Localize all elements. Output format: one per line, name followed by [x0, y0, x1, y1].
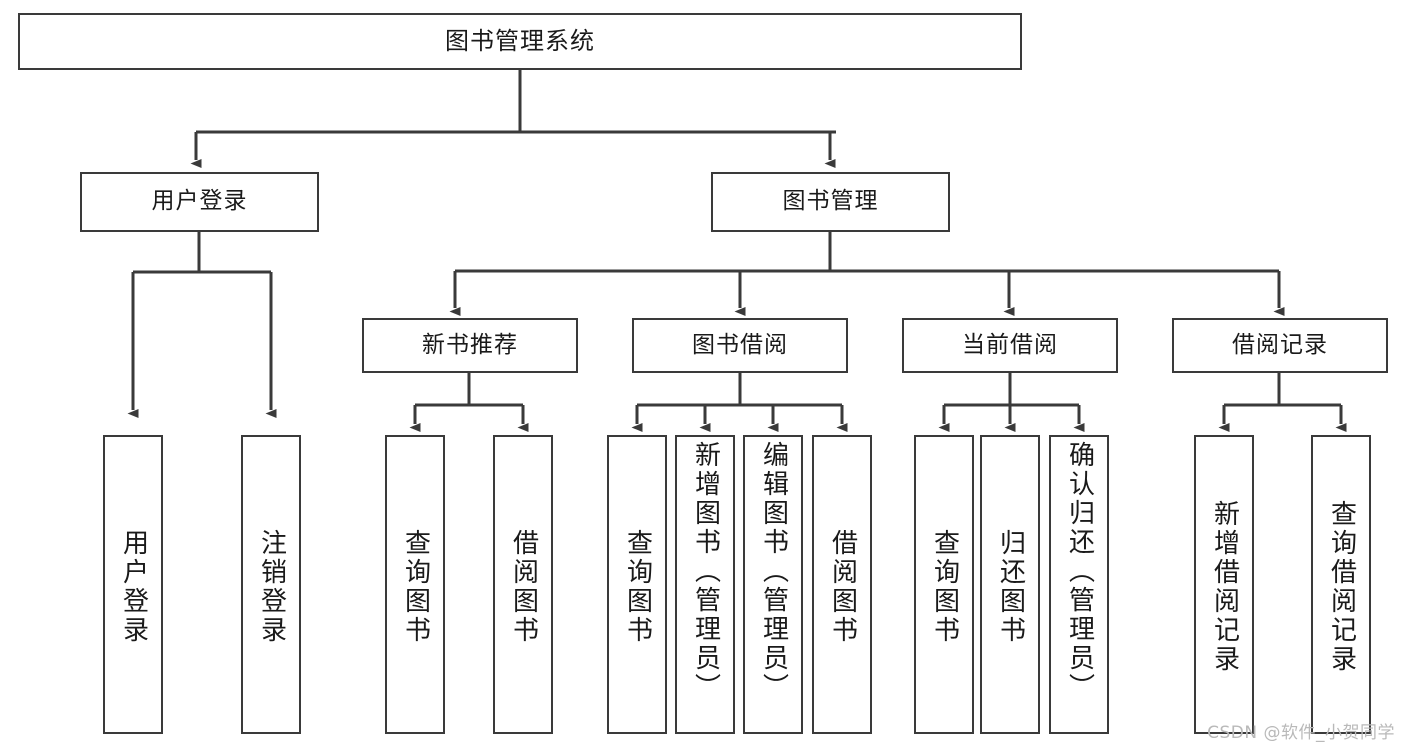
- node-leaf-query-book-b-label: 查询图书: [622, 528, 653, 645]
- node-leaf-confirm-return[interactable]: 确认归还（管理员）: [1049, 435, 1109, 734]
- node-leaf-add-record-label: 新增借阅记录: [1209, 499, 1240, 674]
- node-new-book-recommend-label: 新书推荐: [422, 331, 518, 358]
- node-leaf-add-book[interactable]: 新增图书（管理员）: [675, 435, 735, 734]
- node-root-system[interactable]: 图书管理系统: [18, 13, 1022, 70]
- node-leaf-query-book-a-label: 查询图书: [400, 528, 431, 645]
- node-borrow-record[interactable]: 借阅记录: [1172, 318, 1388, 373]
- node-leaf-query-book-b[interactable]: 查询图书: [607, 435, 667, 734]
- node-leaf-return-book[interactable]: 归还图书: [980, 435, 1040, 734]
- csdn-watermark: CSDN @软件_小贺同学: [1207, 723, 1395, 743]
- node-leaf-query-book-c-label: 查询图书: [929, 528, 960, 645]
- node-user-login[interactable]: 用户登录: [80, 172, 319, 232]
- node-book-manage[interactable]: 图书管理: [711, 172, 950, 232]
- node-leaf-add-record[interactable]: 新增借阅记录: [1194, 435, 1254, 734]
- node-new-book-recommend[interactable]: 新书推荐: [362, 318, 578, 373]
- node-leaf-borrow-book-b[interactable]: 借阅图书: [812, 435, 872, 734]
- node-leaf-edit-book[interactable]: 编辑图书（管理员）: [743, 435, 803, 734]
- node-current-borrow[interactable]: 当前借阅: [902, 318, 1118, 373]
- node-leaf-query-book-a[interactable]: 查询图书: [385, 435, 445, 734]
- node-current-borrow-label: 当前借阅: [962, 331, 1058, 358]
- node-leaf-query-record-label: 查询借阅记录: [1326, 499, 1357, 674]
- node-book-manage-label: 图书管理: [782, 188, 879, 215]
- node-leaf-add-book-label: 新增图书（管理员）: [690, 441, 721, 702]
- node-leaf-return-book-label: 归还图书: [995, 528, 1026, 645]
- node-root-label: 图书管理系统: [445, 27, 595, 56]
- node-leaf-borrow-book-a[interactable]: 借阅图书: [493, 435, 553, 734]
- node-book-borrow[interactable]: 图书借阅: [632, 318, 848, 373]
- node-leaf-logout[interactable]: 注销登录: [241, 435, 301, 734]
- node-leaf-edit-book-label: 编辑图书（管理员）: [758, 441, 789, 702]
- node-leaf-user-login-label: 用户登录: [118, 528, 149, 645]
- node-leaf-logout-label: 注销登录: [256, 528, 287, 645]
- node-leaf-confirm-return-label: 确认归还（管理员）: [1064, 441, 1095, 702]
- node-leaf-user-login[interactable]: 用户登录: [103, 435, 163, 734]
- node-leaf-borrow-book-a-label: 借阅图书: [508, 528, 539, 645]
- node-leaf-query-record[interactable]: 查询借阅记录: [1311, 435, 1371, 734]
- node-leaf-query-book-c[interactable]: 查询图书: [914, 435, 974, 734]
- node-book-borrow-label: 图书借阅: [692, 331, 788, 358]
- node-borrow-record-label: 借阅记录: [1232, 331, 1328, 358]
- node-leaf-borrow-book-b-label: 借阅图书: [827, 528, 858, 645]
- node-user-login-label: 用户登录: [151, 188, 248, 215]
